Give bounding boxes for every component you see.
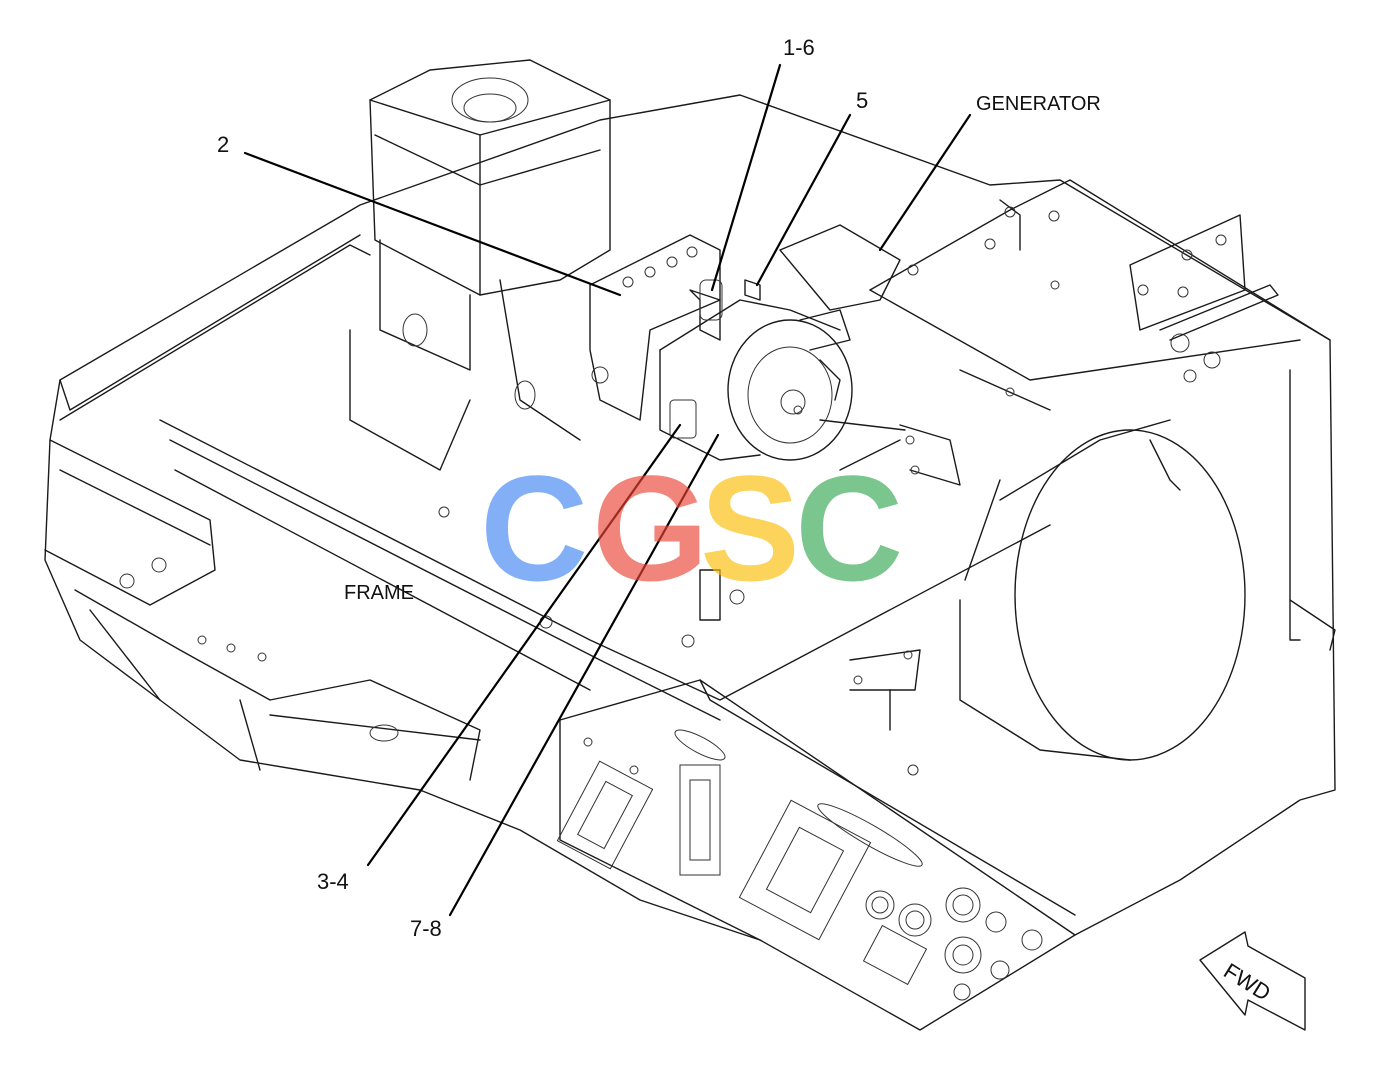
leader-2	[243, 151, 622, 297]
callout-5: 5	[856, 88, 868, 113]
watermark: C G S C	[480, 444, 903, 612]
leader-3-4	[366, 423, 682, 867]
callout-7-8: 7-8	[410, 916, 442, 941]
leader-7-8	[448, 433, 720, 917]
watermark-letter-g: G	[592, 444, 709, 612]
watermark-letter-s: S	[700, 444, 800, 612]
callout-2: 2	[217, 132, 229, 157]
frame-drawing	[44, 59, 1336, 1031]
watermark-letter-c1: C	[480, 444, 588, 612]
watermark-letter-c2: C	[795, 444, 903, 612]
callout-3-4: 3-4	[317, 869, 349, 894]
leader-1-6	[710, 63, 782, 292]
leader-generator	[878, 113, 972, 252]
frame-label: FRAME	[344, 582, 414, 604]
fwd-arrow-label: FWD	[1219, 958, 1275, 1006]
leader-5	[755, 113, 852, 287]
leader-lines	[243, 63, 972, 917]
generator-label: GENERATOR	[976, 93, 1101, 115]
callout-1-6: 1-6	[783, 35, 815, 60]
